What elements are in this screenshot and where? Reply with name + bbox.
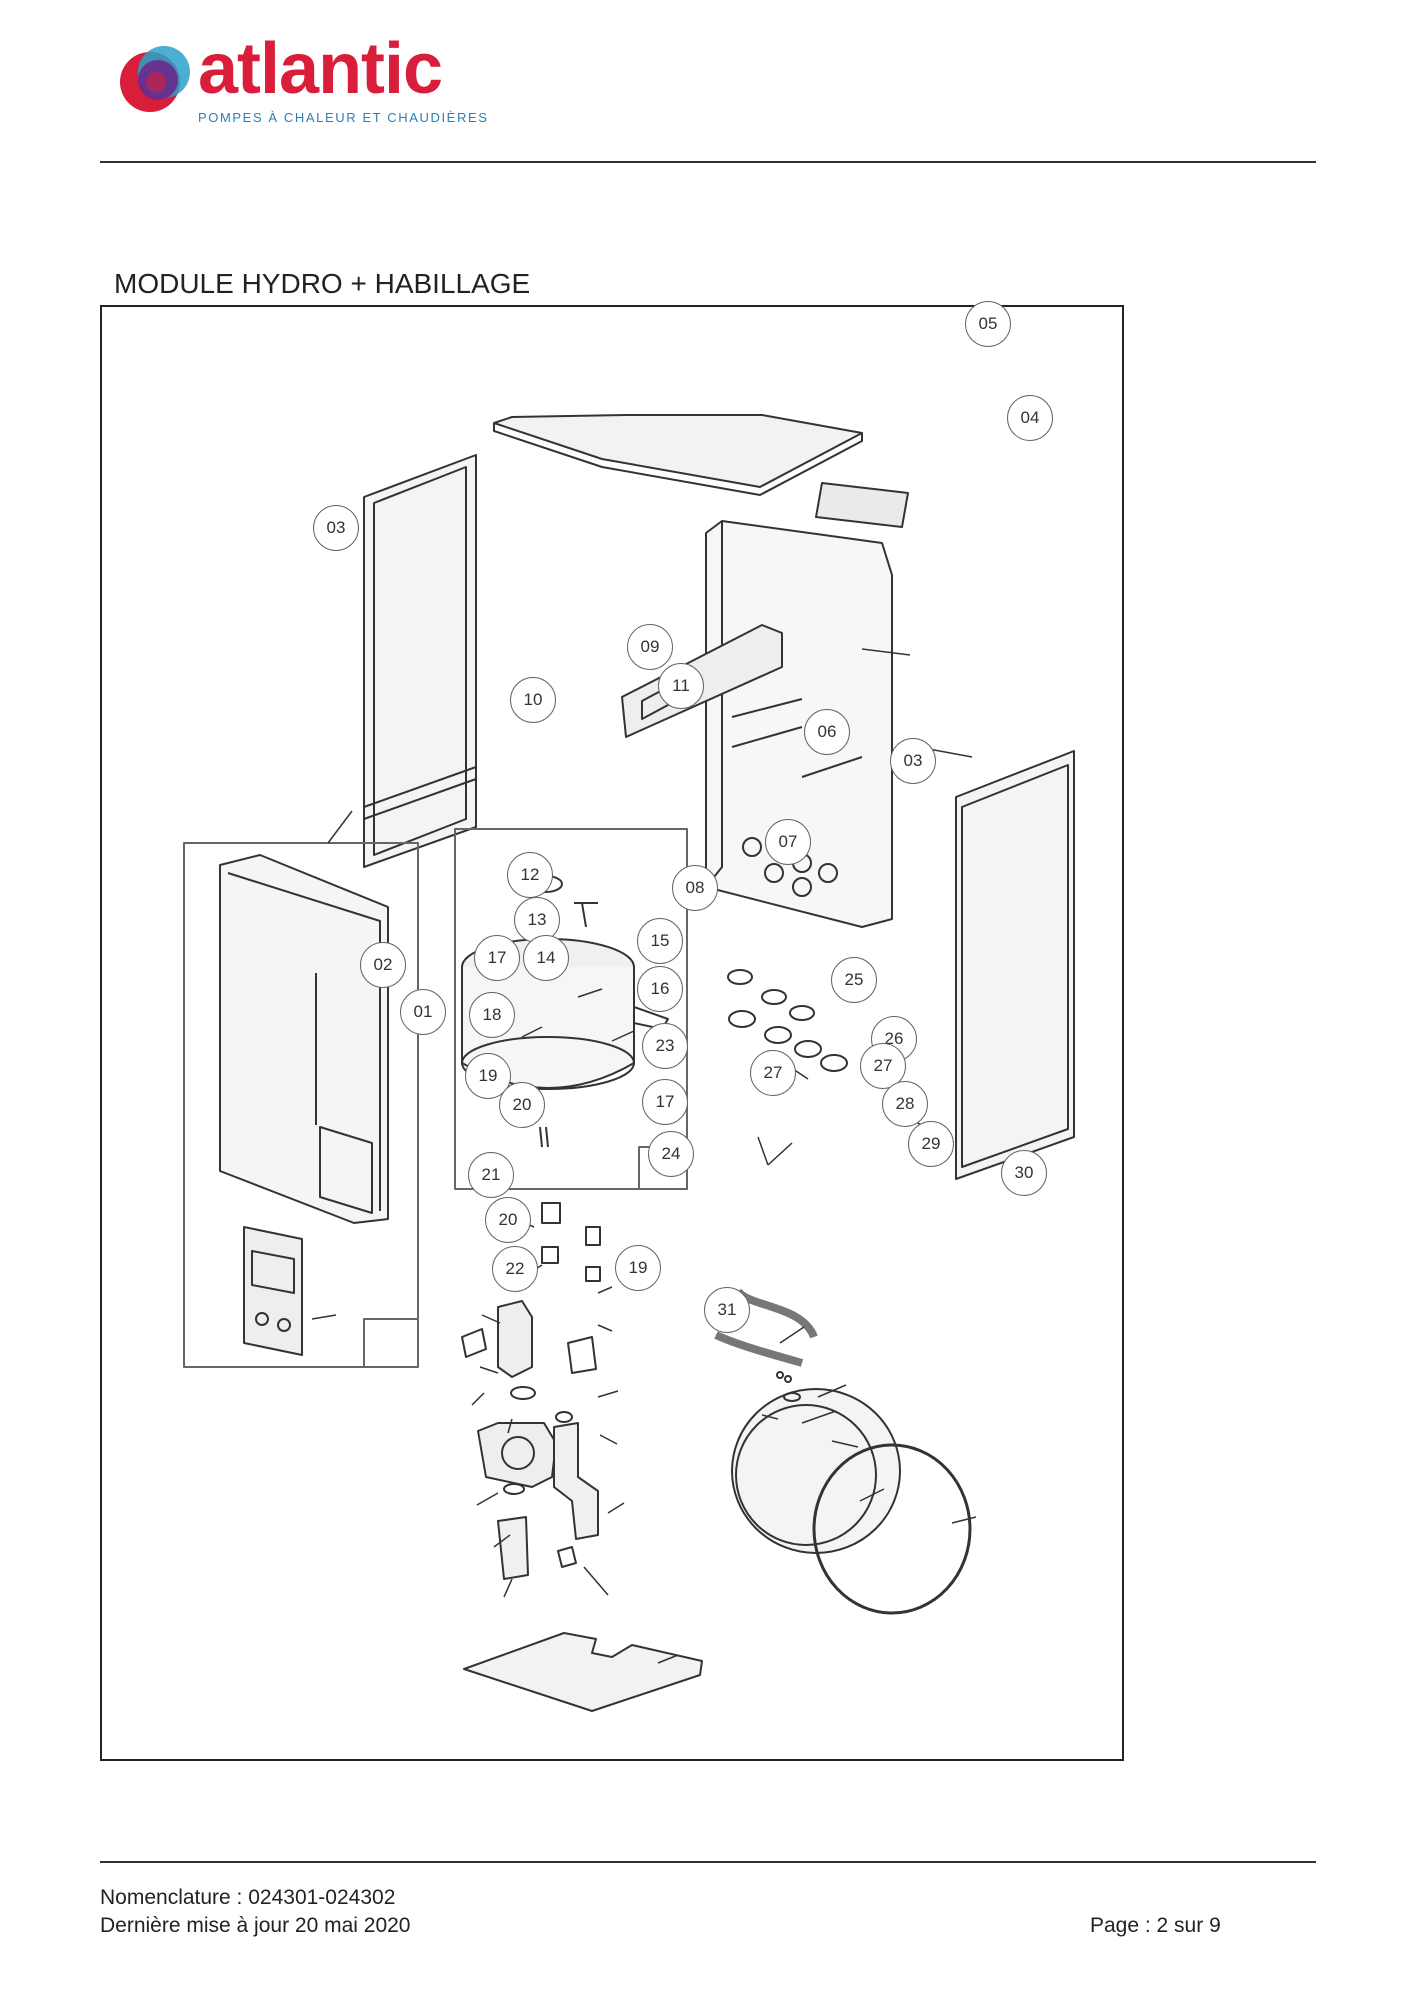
top-lid [493,414,863,488]
callout-c03a: 03 [313,505,359,551]
manifold [497,1300,533,1378]
callout-c27a: 27 [750,1050,796,1096]
callout-c21: 21 [468,1152,514,1198]
footer-page: Page : 2 sur 9 [1090,1914,1221,1937]
front-panel [219,854,389,1224]
side-panel-left [363,454,477,868]
footer-updated: Dernière mise à jour 20 mai 2020 [100,1914,411,1937]
header-rule [100,161,1316,163]
footer-nomenclature: Nomenclature : 024301-024302 [100,1886,396,1909]
callout-c03b: 03 [890,738,936,784]
footer-rule [100,1861,1316,1863]
callout-c02: 02 [360,942,406,988]
callout-c24: 24 [648,1131,694,1177]
diagram-drawing [183,414,1075,1712]
callout-c06: 06 [804,709,850,755]
callout-c18: 18 [469,992,515,1038]
callout-c30: 30 [1001,1150,1047,1196]
callout-c08: 08 [672,865,718,911]
callout-c05: 05 [965,301,1011,347]
callout-c23: 23 [642,1023,688,1069]
callout-c12: 12 [507,852,553,898]
filter [497,1516,529,1580]
pipe [553,1422,599,1540]
brand-name: atlantic [198,29,443,109]
callout-c07: 07 [765,819,811,865]
expansion-vessel [731,1388,901,1554]
front-panel-box [183,842,419,1368]
section-title: MODULE HYDRO + HABILLAGE [114,268,531,299]
callout-c16: 16 [637,966,683,1012]
callout-c04: 04 [1007,395,1053,441]
callout-c22: 22 [492,1246,538,1292]
pump [477,1422,557,1488]
rear-frame [705,520,893,928]
callout-c31: 31 [704,1287,750,1333]
seal-ring-30 [812,1443,972,1615]
brand-logo: atlantic POMPES À CHALEUR ET CHAUDIÈRES [112,29,492,138]
callout-c11: 11 [658,663,704,709]
callout-c14: 14 [523,935,569,981]
side-panel-right [955,750,1075,1180]
hose-26 [714,1331,804,1367]
callout-c01: 01 [400,989,446,1035]
tank-box [454,828,688,1190]
callout-c29: 29 [908,1121,954,1167]
callout-c20a: 20 [499,1082,545,1128]
callout-c28: 28 [882,1081,928,1127]
callout-c19b: 19 [615,1245,661,1291]
seal-rings [727,969,848,1072]
brand-tagline: POMPES À CHALEUR ET CHAUDIÈRES [198,110,489,125]
logo-mark-icon [120,46,190,112]
callout-c09: 09 [627,624,673,670]
base-tray [463,1632,703,1712]
callout-c20b: 20 [485,1197,531,1243]
callout-c10: 10 [510,677,556,723]
callout-c15: 15 [637,918,683,964]
callout-c17b: 17 [642,1079,688,1125]
callout-c17a: 17 [474,935,520,981]
callout-c25: 25 [831,957,877,1003]
bracket [815,482,909,528]
